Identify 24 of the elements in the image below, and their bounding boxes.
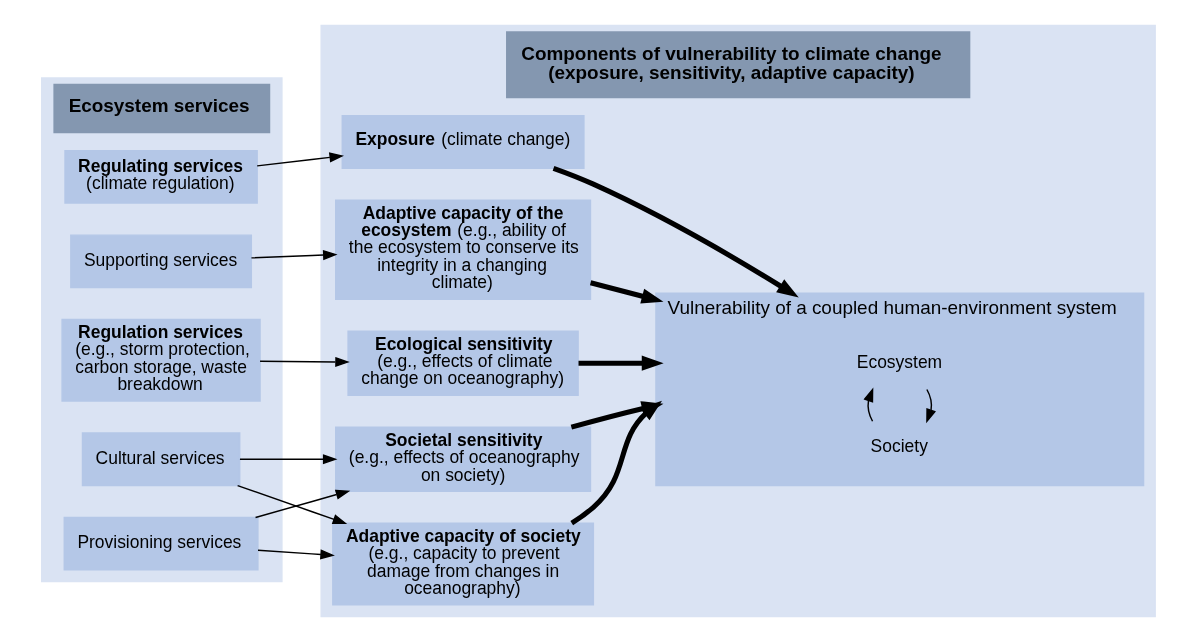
arrow [236,484,348,524]
node-box: Exposure (climate change) [341,115,585,169]
node-box: Adaptive capacity of society (e.g., capacity to prevent damage from changes in oceanography) [332,522,595,606]
node-box: Regulating services (climate regulation) [64,150,258,204]
arrow [259,356,350,368]
arrow [589,280,664,304]
node-box: Adaptive capacity of the ecosystem (e.g., ability of the ecosystem to conserve its integrity in a changing climate) [335,199,592,300]
node-box: Regulation services (e.g., storm protection, carbon storage, waste breakdown [61,318,261,402]
node-text: Ecosystem [856,351,943,372]
arrow [552,165,799,298]
arrow [863,387,874,422]
arrow [926,388,936,424]
arrow [239,454,338,465]
node-box: Societal sensitivity (e.g., effects of oceanography on society) [335,426,592,493]
node-text: Society [870,436,928,457]
node-box: Cultural services [81,432,241,487]
arrow [254,489,351,519]
arrow [257,549,335,560]
arrow [578,355,664,371]
node-box: Supporting services [70,234,253,289]
node-box: Provisioning services [63,516,259,571]
arrow [256,152,344,167]
arrow [250,250,338,261]
node-box: Ecological sensitivity (e.g., effects of climate change on oceanography) [347,330,579,396]
